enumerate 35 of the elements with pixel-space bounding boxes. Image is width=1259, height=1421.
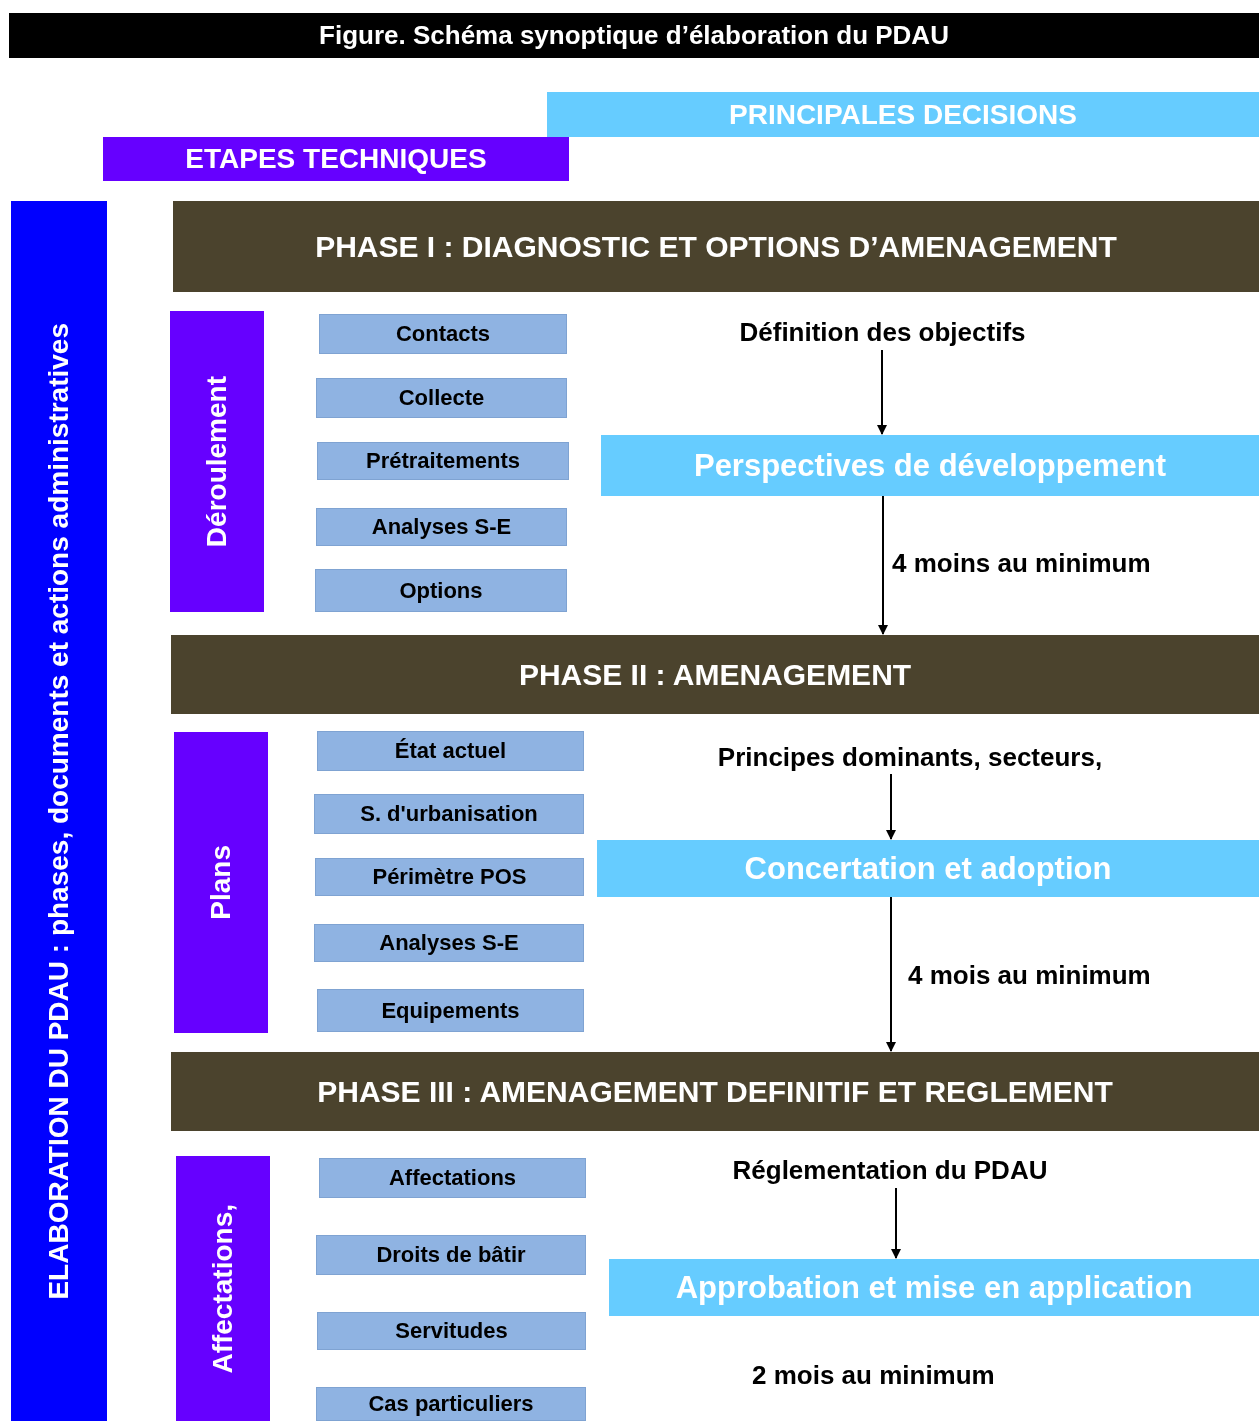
step-box: Collecte [316, 378, 567, 418]
text-label: Réglementation du PDAU [680, 1152, 1100, 1188]
decision-box: Concertation et adoption [597, 840, 1259, 897]
header-band: PRINCIPALES DECISIONS [547, 92, 1259, 137]
title-bar: Figure. Schéma synoptique d’élaboration du PDAU [9, 13, 1259, 58]
step-box: Droits de bâtir [316, 1235, 586, 1275]
decision-box: Approbation et mise en application [609, 1259, 1259, 1316]
step-box: Servitudes [317, 1312, 586, 1350]
text-label: Principes dominants, secteurs, [660, 740, 1160, 774]
step-box: Analyses S-E [314, 924, 584, 962]
step-box: Equipements [317, 989, 584, 1032]
arrow [886, 773, 896, 840]
arrow [886, 896, 896, 1052]
step-box: Analyses S-E [316, 508, 567, 546]
arrow [891, 1187, 901, 1259]
section-band: Déroulement [170, 311, 264, 612]
section-band: Plans [174, 732, 268, 1033]
phase-header: PHASE III : AMENAGEMENT DEFINITIF ET REGLEMENT [171, 1052, 1259, 1131]
step-box: Contacts [319, 314, 567, 354]
step-box: Affectations [319, 1158, 586, 1198]
arrow [877, 349, 887, 435]
step-box: S. d'urbanisation [314, 794, 584, 834]
phase-header: PHASE II : AMENAGEMENT [171, 635, 1259, 714]
text-label: Définition des objectifs [680, 314, 1085, 350]
header-band: ETAPES TECHNIQUES [103, 137, 569, 181]
step-box: Périmètre POS [315, 858, 584, 896]
step-box: Options [315, 569, 567, 612]
phase-header: PHASE I : DIAGNOSTIC ET OPTIONS D’AMENAGEMENT [173, 201, 1259, 292]
decision-box: Perspectives de développement [601, 435, 1259, 496]
section-band: Affectations, [176, 1156, 270, 1421]
arrow [878, 495, 888, 635]
step-box: État actuel [317, 731, 584, 771]
step-box: Cas particuliers [316, 1387, 586, 1421]
side-band: ELABORATION DU PDAU : phases, documents et actions administratives [11, 201, 107, 1421]
step-box: Prétraitements [317, 442, 569, 480]
